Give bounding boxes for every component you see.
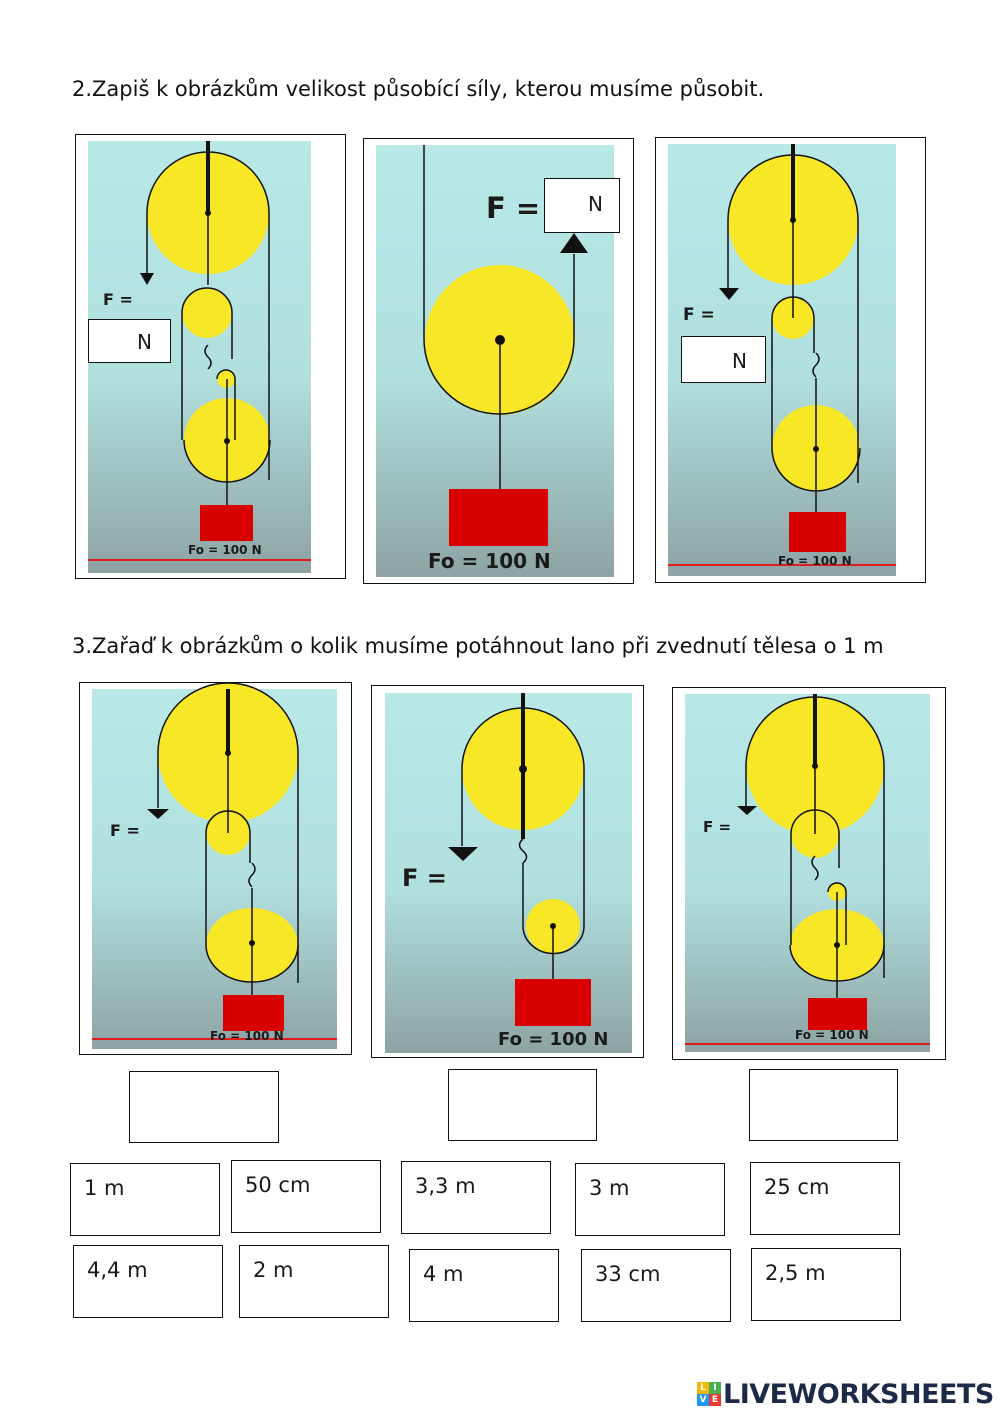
- option-chip[interactable]: 2,5 m: [751, 1248, 901, 1321]
- pulley-diagram-4: [92, 683, 337, 1049]
- task3-figure-1: F = Fo = 100 N: [79, 682, 352, 1055]
- option-chip[interactable]: 2 m: [239, 1245, 389, 1318]
- weight-label: Fo = 100 N: [428, 549, 551, 573]
- task2-heading: 2.Zapiš k obrázkům velikost působící síl…: [72, 77, 765, 101]
- distance-drop-box-3[interactable]: [749, 1069, 898, 1141]
- unit-label: N: [588, 192, 603, 216]
- option-chip[interactable]: 33 cm: [581, 1249, 731, 1322]
- pulley-diagram-5: [385, 693, 632, 1053]
- force-answer-box-2[interactable]: N: [544, 178, 620, 233]
- force-answer-box-1[interactable]: N: [88, 319, 171, 363]
- task2-figure-1: F = Fo = 100 N: [75, 134, 346, 579]
- option-chip[interactable]: 4,4 m: [73, 1245, 223, 1318]
- logo-letter: V: [697, 1394, 709, 1406]
- weight-label: Fo = 100 N: [795, 1028, 869, 1042]
- force-label: F =: [683, 305, 715, 325]
- liveworksheets-logo: L I V E LIVEWORKSHEETS: [697, 1378, 994, 1410]
- weight-label: Fo = 100 N: [210, 1029, 284, 1043]
- distance-drop-box-1[interactable]: [129, 1071, 279, 1143]
- logo-letter: I: [709, 1382, 721, 1394]
- brand-text: LIVEWORKSHEETS: [723, 1378, 994, 1410]
- option-chip[interactable]: 50 cm: [231, 1160, 381, 1233]
- force-label: F =: [486, 191, 541, 225]
- unit-label: N: [137, 330, 152, 354]
- unit-label: N: [732, 349, 747, 373]
- option-chip[interactable]: 3,3 m: [401, 1161, 551, 1234]
- distance-drop-box-2[interactable]: [448, 1069, 597, 1141]
- task3-figure-2: F = Fo = 100 N: [371, 685, 644, 1058]
- option-chip[interactable]: 3 m: [575, 1163, 725, 1236]
- force-label: F =: [402, 864, 447, 892]
- logo-letter: L: [697, 1382, 709, 1394]
- weight-label: Fo = 100 N: [498, 1029, 609, 1050]
- force-answer-box-3[interactable]: N: [681, 336, 766, 383]
- weight-label: Fo = 100 N: [188, 543, 262, 557]
- force-label: F =: [103, 290, 133, 309]
- force-label: F =: [703, 818, 732, 836]
- option-chip[interactable]: 1 m: [70, 1163, 220, 1236]
- weight-label: Fo = 100 N: [778, 554, 852, 568]
- force-label: F =: [110, 821, 140, 840]
- pulley-diagram-1: [88, 141, 311, 573]
- option-chip[interactable]: 4 m: [409, 1249, 559, 1322]
- logo-letter: E: [709, 1394, 721, 1406]
- option-chip[interactable]: 25 cm: [750, 1162, 900, 1235]
- pulley-diagram-6: [685, 694, 930, 1052]
- task3-figure-3: F = Fo = 100 N: [672, 687, 946, 1060]
- task3-heading: 3.Zařaď k obrázkům o kolik musíme potáhn…: [72, 634, 884, 658]
- logo-icon: L I V E: [697, 1382, 721, 1406]
